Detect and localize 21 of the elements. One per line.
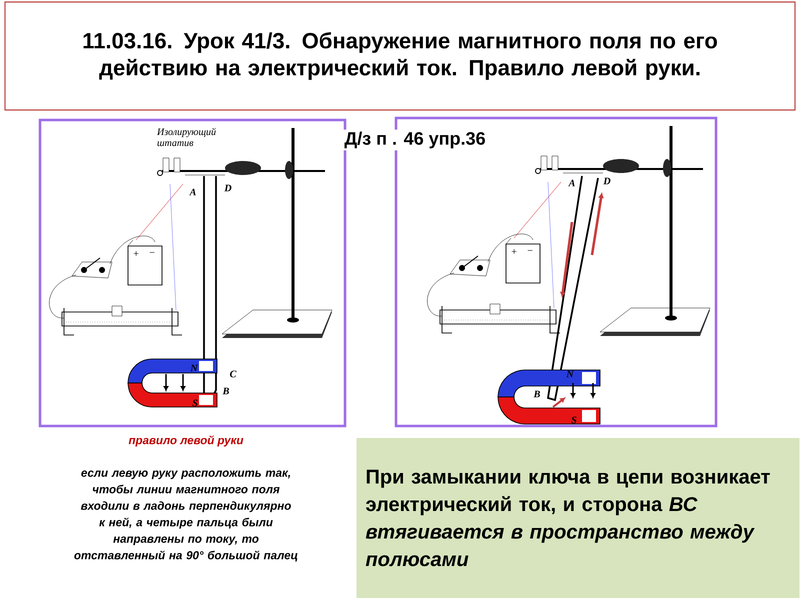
homework-text: Д/з п . 46 упр.36 [342, 130, 488, 150]
point-label: A [568, 180, 575, 186]
point-label: D [224, 184, 232, 192]
sign-label: − [150, 252, 154, 253]
pole-label: S [571, 416, 576, 424]
point-label: B [222, 388, 229, 394]
point-label: C [230, 370, 236, 378]
sign-label: + [134, 251, 138, 256]
point-label: D [603, 178, 610, 184]
sign-label: + [512, 249, 516, 254]
part-label: Изолирующий штатив [156, 128, 216, 146]
pole-label: N [566, 370, 574, 378]
point-label: A [189, 188, 196, 196]
text-box: При замыкании ключа в цепи возникает электрический ток, и сторона ВС втягивается в пространство между полюсами [356, 438, 800, 598]
rule-text: если левую руку расположить так, чтобы линии магнитного поля входили в ладонь перпендикулярно к ней, а четыре пальца были направлены по току, то отставленный на 90° большой палец [74, 470, 298, 562]
sign-label: − [528, 250, 532, 251]
pole-label: S [192, 400, 198, 406]
point-label: B [534, 390, 540, 398]
title-box: 11.03.16. Урок 41/3. Обнаружение магнитного поля по его действию на электрический ток. Правило левой руки. [4, 1, 796, 111]
rule-heading: правило левой руки [128, 436, 244, 446]
pole-label: N [190, 364, 198, 372]
